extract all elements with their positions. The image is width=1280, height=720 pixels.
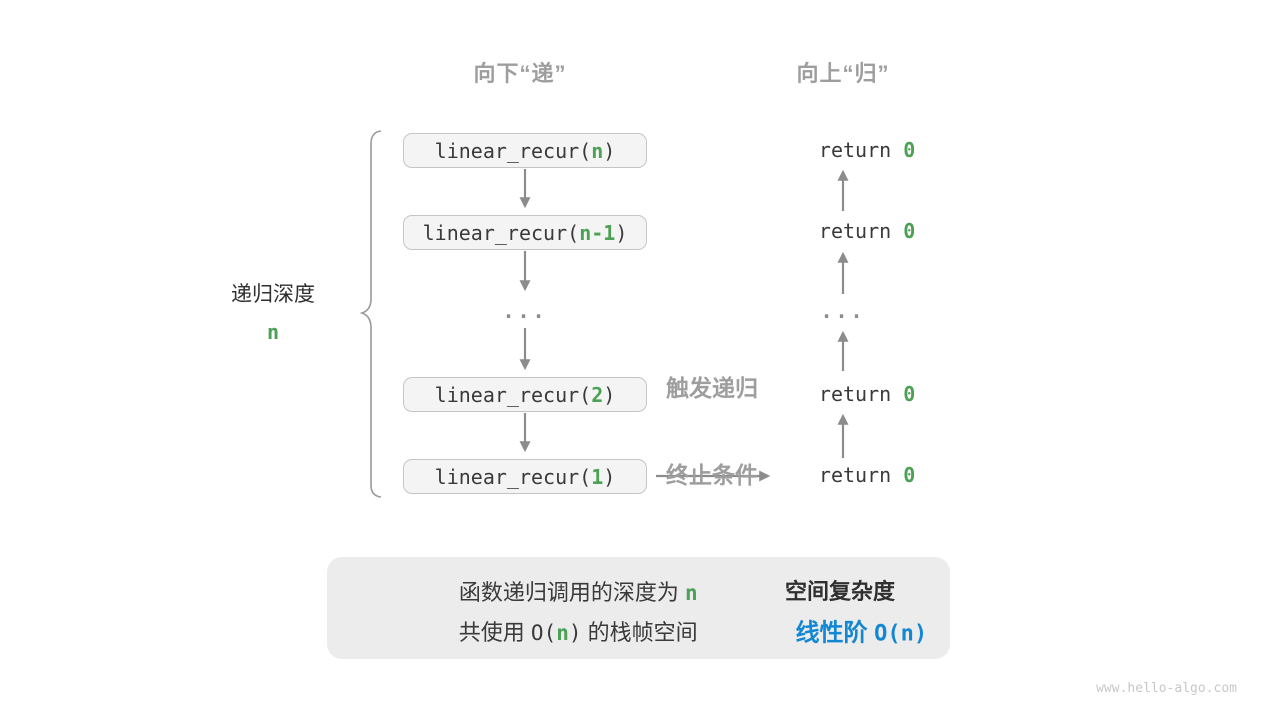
- depth-label: 递归深度: [231, 283, 315, 306]
- frame-code: linear_recur(: [422, 220, 580, 245]
- summary-box: [327, 557, 950, 659]
- frame-arg: n-1: [579, 220, 616, 245]
- header-ascend: 向上“归”: [796, 61, 890, 86]
- summary-line1-text: 函数递归调用的深度为: [458, 580, 685, 605]
- call-stack-ellipsis: ...: [502, 299, 548, 323]
- return-statement: return 0: [771, 358, 916, 430]
- frame-code: ): [603, 382, 616, 407]
- frame-arg: n: [591, 138, 604, 163]
- result-complexity: O(n): [874, 621, 928, 647]
- summary-line1-var: n: [684, 581, 698, 605]
- frame-arg: 2: [591, 382, 604, 407]
- summary-line2-var: n: [556, 621, 569, 645]
- return-value: 0: [903, 219, 916, 243]
- result-label: 线性阶: [795, 619, 875, 647]
- return-value: 0: [903, 138, 916, 162]
- trigger-line1: 触发递归: [666, 375, 758, 401]
- frame-code: ): [603, 464, 616, 489]
- return-code: return: [818, 219, 904, 243]
- summary-line2-fn-open: O(: [530, 621, 557, 645]
- frame-code: ): [603, 138, 616, 163]
- return-code: return: [818, 138, 904, 162]
- stack-frame-box: linear_recur(1): [403, 459, 647, 494]
- trigger-label: 触发递归 终止条件: [666, 316, 758, 548]
- stack-frame-box: linear_recur(n-1): [403, 215, 647, 250]
- trigger-line2: 终止条件: [666, 462, 758, 488]
- return-statement: return 0: [771, 114, 916, 186]
- frame-code: linear_recur(: [434, 138, 592, 163]
- depth-value: n: [266, 320, 280, 344]
- stack-frame-box: linear_recur(2): [403, 377, 647, 412]
- summary-line1: 函数递归调用的深度为 n: [434, 549, 698, 633]
- frame-code: linear_recur(: [434, 382, 592, 407]
- frame-arg: 1: [591, 464, 604, 489]
- header-descend: 向下“递”: [473, 61, 567, 86]
- frame-code: ): [615, 220, 628, 245]
- summary-line2-fn-close: ): [568, 621, 582, 645]
- return-code: return: [818, 463, 904, 487]
- result-title: 空间复杂度: [784, 579, 896, 604]
- return-value: 0: [903, 463, 916, 487]
- summary-line2-post: 的栈帧空间: [581, 620, 698, 645]
- return-statement: return 0: [771, 195, 916, 267]
- stack-frame-box: linear_recur(n): [403, 133, 647, 168]
- return-statement: return 0: [771, 439, 916, 511]
- watermark: www.hello-algo.com: [1096, 681, 1237, 696]
- summary-line2: 共使用 O(n) 的栈帧空间: [434, 589, 698, 673]
- summary-line2-pre: 共使用: [458, 620, 531, 645]
- returns-ellipsis: ...: [820, 299, 866, 323]
- result-value: 线性阶 O(n): [769, 585, 928, 676]
- depth-brace-shape: [359, 130, 382, 498]
- return-code: return: [818, 382, 904, 406]
- frame-code: linear_recur(: [434, 464, 592, 489]
- return-value: 0: [903, 382, 916, 406]
